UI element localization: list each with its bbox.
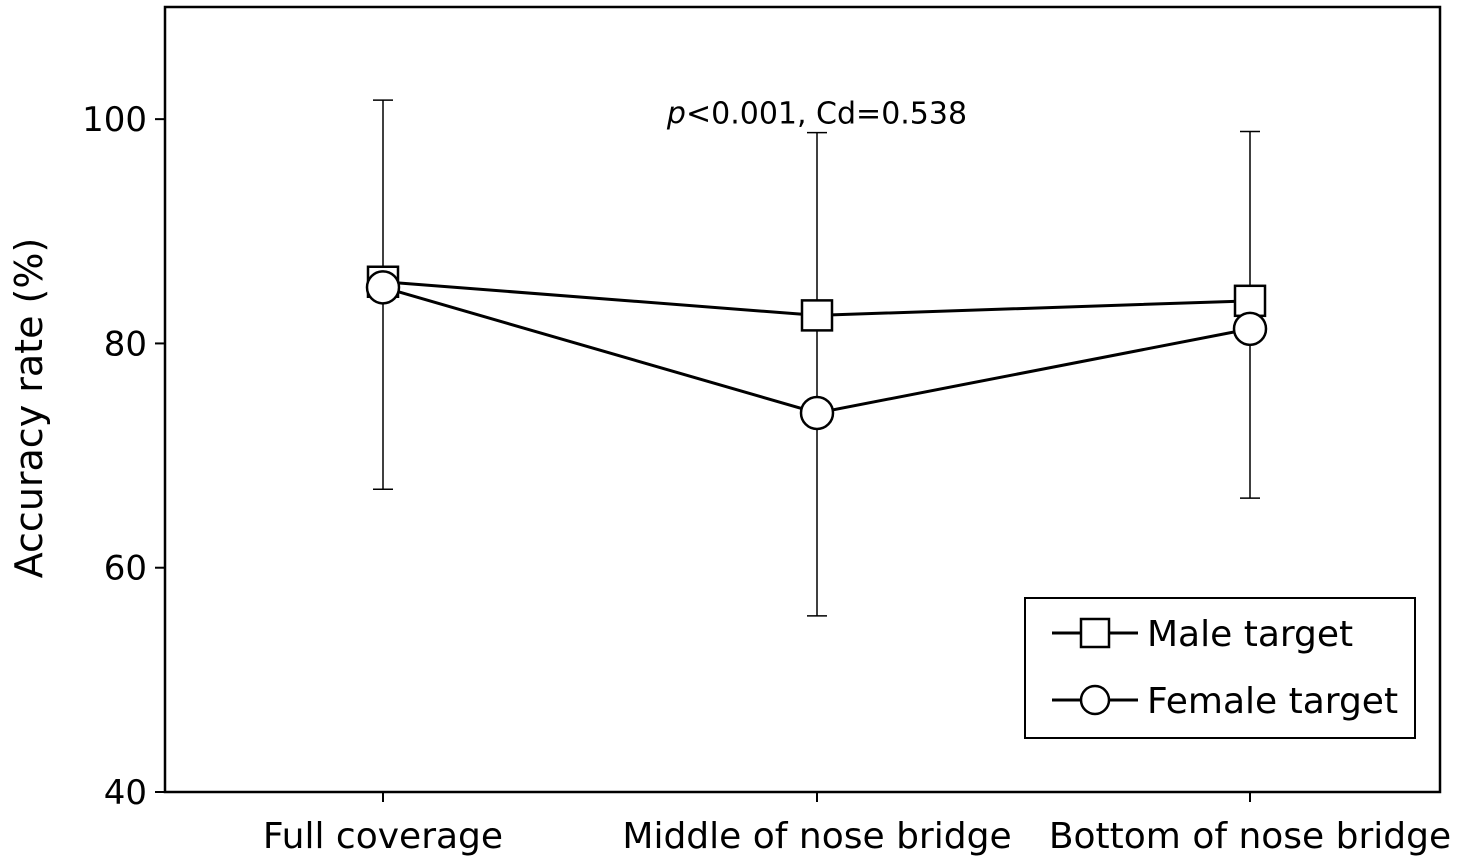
female-target-point [799, 395, 835, 431]
p-symbol: p [666, 97, 686, 132]
y-axis-label: Accuracy rate (%) [7, 238, 51, 579]
y-tick-label: 80 [104, 324, 147, 364]
male-target-point [1233, 284, 1267, 318]
x-tick-label: Middle of nose bridge [622, 816, 1011, 857]
annotation-text: <0.001, Cd=0.538 [686, 97, 967, 132]
y-tick-label: 100 [82, 100, 147, 140]
y-axis: 40 60 80 100 [82, 100, 165, 813]
x-tick-label: Bottom of nose bridge [1049, 816, 1451, 857]
y-tick-label: 60 [104, 549, 147, 589]
female-target-point [365, 270, 401, 305]
x-tick-label: Full coverage [263, 816, 503, 857]
error-bars [373, 99, 1260, 617]
legend-label: Female target [1147, 681, 1398, 722]
male-target-point [800, 299, 834, 332]
female-target-point [1232, 311, 1268, 347]
y-tick-label: 40 [104, 773, 147, 813]
legend-square-marker [1079, 617, 1111, 649]
legend-circle-marker [1079, 684, 1111, 716]
plot-area-frame [163, 5, 1442, 794]
x-axis: Full coverage Middle of nose bridge Bottom… [263, 792, 1451, 857]
significance-annotation: p<0.001, Cd=0.538 [666, 97, 967, 132]
series-markers [365, 265, 1268, 431]
legend-label: Male target [1147, 614, 1353, 655]
legend-box [1024, 597, 1416, 739]
